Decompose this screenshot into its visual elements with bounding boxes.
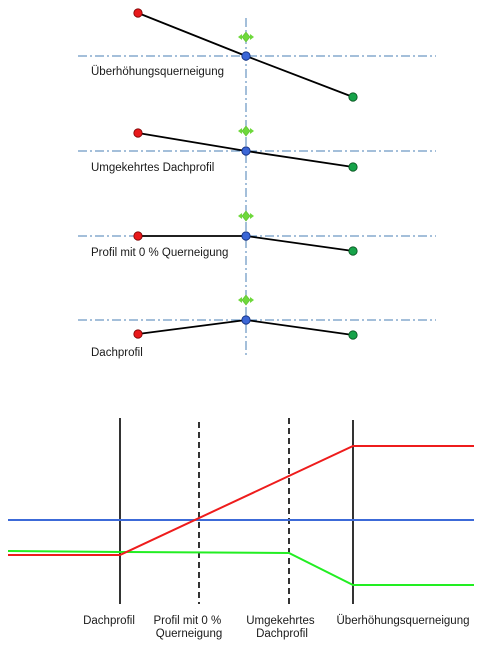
red-circle-node <box>133 8 143 18</box>
blue-circle-node <box>241 146 251 156</box>
profiles-section: Überhöhungsquerneigung Umgekehrtes Dachp… <box>78 8 436 359</box>
left-edge-elevation-line <box>8 445 474 556</box>
profile-label: Überhöhungsquerneigung <box>91 66 224 78</box>
right-edge-elevation-line <box>7 550 474 586</box>
red-circle-node <box>133 128 143 138</box>
transition-section: Dachprofil Profil mit 0 % Querneigung Um… <box>7 418 474 640</box>
station-label: Umgekehrtes Dachprofil <box>246 615 318 640</box>
green-circle-node <box>348 330 358 340</box>
blue-circle-node <box>241 51 251 61</box>
profile-reverse-crown: Umgekehrtes Dachprofil <box>78 125 436 174</box>
green-circle-node <box>348 246 358 256</box>
profile-superelevation: Überhöhungsquerneigung <box>78 8 436 102</box>
red-circle-node <box>133 329 143 339</box>
profile-normal-crown: Dachprofil <box>78 294 436 359</box>
pivot-icon <box>237 125 255 137</box>
profile-label: Umgekehrtes Dachprofil <box>91 162 214 174</box>
station-label: Überhöhungsquerneigung <box>337 615 470 627</box>
green-circle-node <box>348 162 358 172</box>
station-label: Dachprofil <box>83 615 135 627</box>
blue-circle-node <box>241 315 251 325</box>
pivot-icon <box>237 31 255 43</box>
station-label: Profil mit 0 % Querneigung <box>154 615 225 640</box>
pivot-icon <box>237 294 255 306</box>
profile-label: Profil mit 0 % Querneigung <box>91 247 228 259</box>
blue-circle-node <box>241 231 251 241</box>
pivot-icon <box>237 210 255 222</box>
profile-zero-slope: Profil mit 0 % Querneigung <box>78 210 436 259</box>
red-circle-node <box>133 231 143 241</box>
profile-label: Dachprofil <box>91 347 143 359</box>
green-circle-node <box>348 92 358 102</box>
